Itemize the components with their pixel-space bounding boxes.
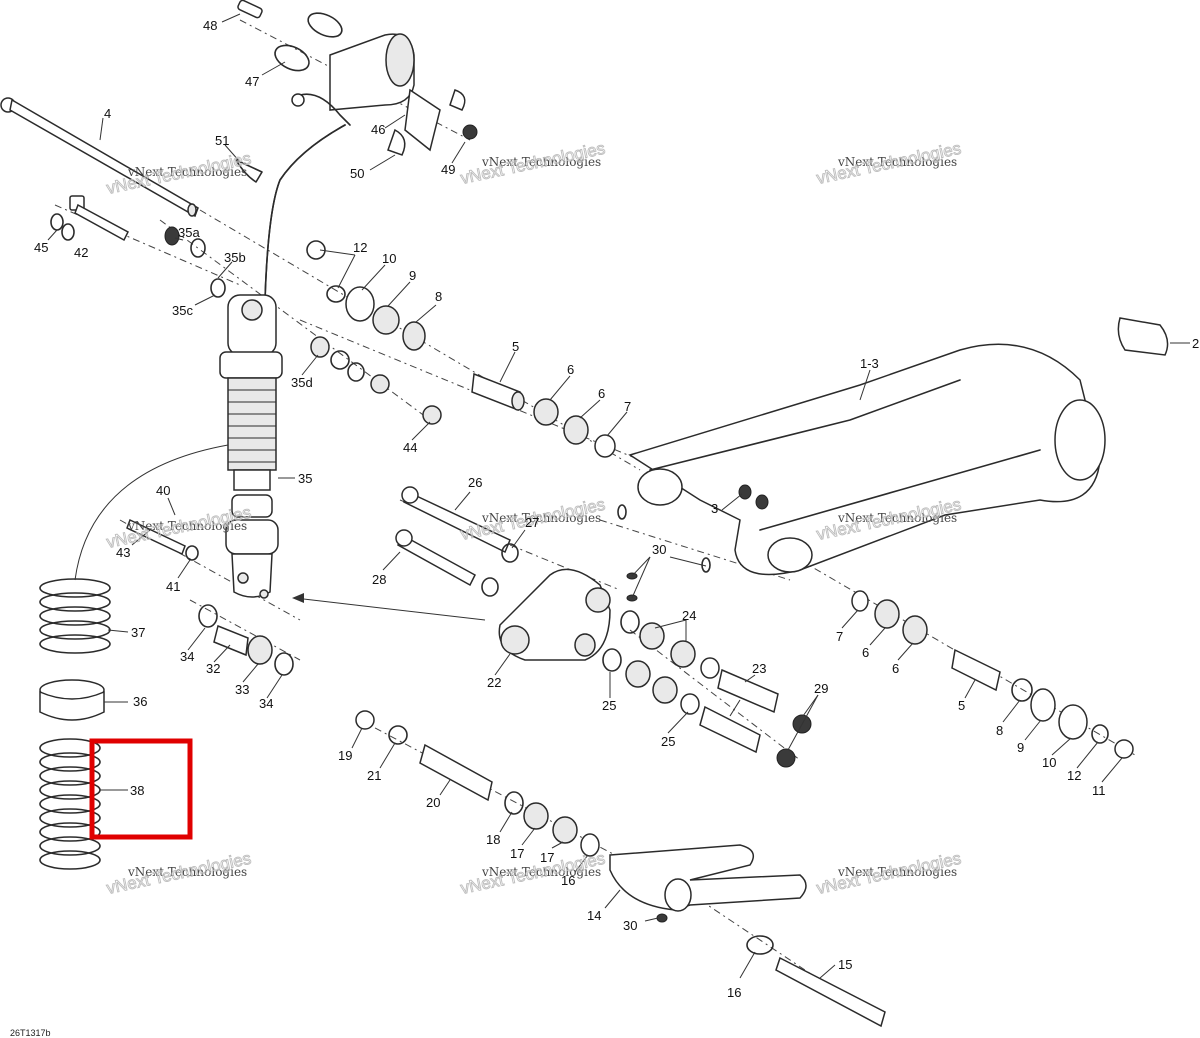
figure-code: 26T1317b bbox=[10, 1028, 51, 1038]
part-label: 28 bbox=[372, 572, 386, 587]
part-label: 32 bbox=[206, 661, 220, 676]
part-label: 30 bbox=[652, 542, 666, 557]
part-label: 30 bbox=[623, 918, 637, 933]
watermark-text: vNext Technologies bbox=[837, 511, 957, 525]
shock-lower-hardware bbox=[126, 518, 294, 676]
part-label: 46 bbox=[371, 122, 385, 137]
part-label: 42 bbox=[74, 245, 88, 260]
part-label: 38 bbox=[130, 783, 144, 798]
watermark-text: vNext Technologies bbox=[127, 519, 247, 533]
part-label: 24 bbox=[682, 608, 696, 623]
part-label: 33 bbox=[235, 682, 249, 697]
part-label: 11 bbox=[1092, 783, 1106, 798]
watermark-text: vNext Technologies bbox=[127, 865, 247, 879]
part-label: 34 bbox=[180, 649, 194, 664]
watermark-text: vNext Technologies bbox=[837, 865, 957, 879]
watermark-text: vNext Technologies bbox=[481, 865, 601, 879]
part-label: 8 bbox=[435, 289, 442, 304]
part-label: 26 bbox=[468, 475, 482, 490]
spring-assembly bbox=[39, 444, 229, 870]
part-label: 6 bbox=[567, 362, 574, 377]
part-label: 5 bbox=[958, 698, 965, 713]
part-label: 49 bbox=[441, 162, 455, 177]
part-label: 35a bbox=[178, 225, 200, 240]
part-label: 17 bbox=[510, 846, 524, 861]
shock-absorber bbox=[219, 124, 346, 599]
part-labels: 48 47 4 51 46 50 49 42 45 35a 35b 35c 12… bbox=[34, 18, 1199, 1000]
part-label: 36 bbox=[133, 694, 147, 709]
rocker-bearings bbox=[602, 610, 812, 768]
part-label: 50 bbox=[350, 166, 364, 181]
watermark-text: vNext Technologies bbox=[127, 165, 247, 179]
part-label: 34 bbox=[259, 696, 273, 711]
part-label: 7 bbox=[836, 629, 843, 644]
part-label: 8 bbox=[996, 723, 1003, 738]
part-label: 40 bbox=[156, 483, 170, 498]
watermark-text: vNext Technologies bbox=[837, 155, 957, 169]
part-label: 41 bbox=[166, 579, 180, 594]
part-label: 4 bbox=[104, 106, 111, 121]
highlight-box-part-38 bbox=[89, 738, 193, 840]
part-label: 22 bbox=[487, 675, 501, 690]
lower-link-assembly bbox=[355, 710, 886, 1028]
direction-arrows bbox=[292, 593, 486, 621]
part-label: 48 bbox=[203, 18, 217, 33]
part-label: 25 bbox=[661, 734, 675, 749]
lower-right-bearings bbox=[851, 590, 1134, 759]
part-label: 17 bbox=[540, 850, 554, 865]
part-label: 25 bbox=[602, 698, 616, 713]
part-label: 20 bbox=[426, 795, 440, 810]
part-label: 10 bbox=[382, 251, 396, 266]
part-label: 35b bbox=[224, 250, 246, 265]
part-label: 6 bbox=[598, 386, 605, 401]
part-label: 16 bbox=[561, 873, 575, 888]
part-label: 6 bbox=[892, 661, 899, 676]
part-label: 12 bbox=[1067, 768, 1081, 783]
part-label: 6 bbox=[862, 645, 869, 660]
part-label: 35c bbox=[172, 303, 193, 318]
spring-37 bbox=[39, 578, 111, 654]
watermark-text: vNext Technologies bbox=[481, 511, 601, 525]
spring-collar-36 bbox=[39, 679, 105, 721]
part-label: 35 bbox=[298, 471, 312, 486]
part-label: 14 bbox=[587, 908, 601, 923]
part-label: 44 bbox=[403, 440, 417, 455]
part-label: 21 bbox=[367, 768, 381, 783]
part-label: 3 bbox=[711, 501, 718, 516]
part-label: 51 bbox=[215, 133, 229, 148]
part-label: 27 bbox=[525, 515, 539, 530]
part-label: 1-3 bbox=[860, 356, 879, 371]
part-label: 2 bbox=[1192, 336, 1199, 351]
part-label: 47 bbox=[245, 74, 259, 89]
swing-arm bbox=[617, 317, 1169, 576]
part-label: 45 bbox=[34, 240, 48, 255]
part-label: 37 bbox=[131, 625, 145, 640]
part-label: 16 bbox=[727, 985, 741, 1000]
shock-coil-texture bbox=[228, 389, 276, 463]
part-label: 23 bbox=[752, 661, 766, 676]
part-label: 29 bbox=[814, 681, 828, 696]
part-label: 10 bbox=[1042, 755, 1056, 770]
upper-right-bearings bbox=[471, 372, 616, 458]
reservoir-assembly bbox=[235, 0, 478, 183]
part-label: 9 bbox=[409, 268, 416, 283]
bolt-42 bbox=[50, 195, 129, 242]
rocker-arm bbox=[395, 486, 638, 661]
part-label: 5 bbox=[512, 339, 519, 354]
part-label: 19 bbox=[338, 748, 352, 763]
part-label: 43 bbox=[116, 545, 130, 560]
upper-bushings bbox=[164, 226, 442, 425]
part-label: 15 bbox=[838, 957, 852, 972]
part-label: 12 bbox=[353, 240, 367, 255]
part-label: 9 bbox=[1017, 740, 1024, 755]
part-label: 35d bbox=[291, 375, 313, 390]
bolt-4 bbox=[0, 97, 199, 218]
watermark-text: vNext Technologies bbox=[481, 155, 601, 169]
part-label: 18 bbox=[486, 832, 500, 847]
part-label: 7 bbox=[624, 399, 631, 414]
label-leaders bbox=[47, 13, 1190, 979]
